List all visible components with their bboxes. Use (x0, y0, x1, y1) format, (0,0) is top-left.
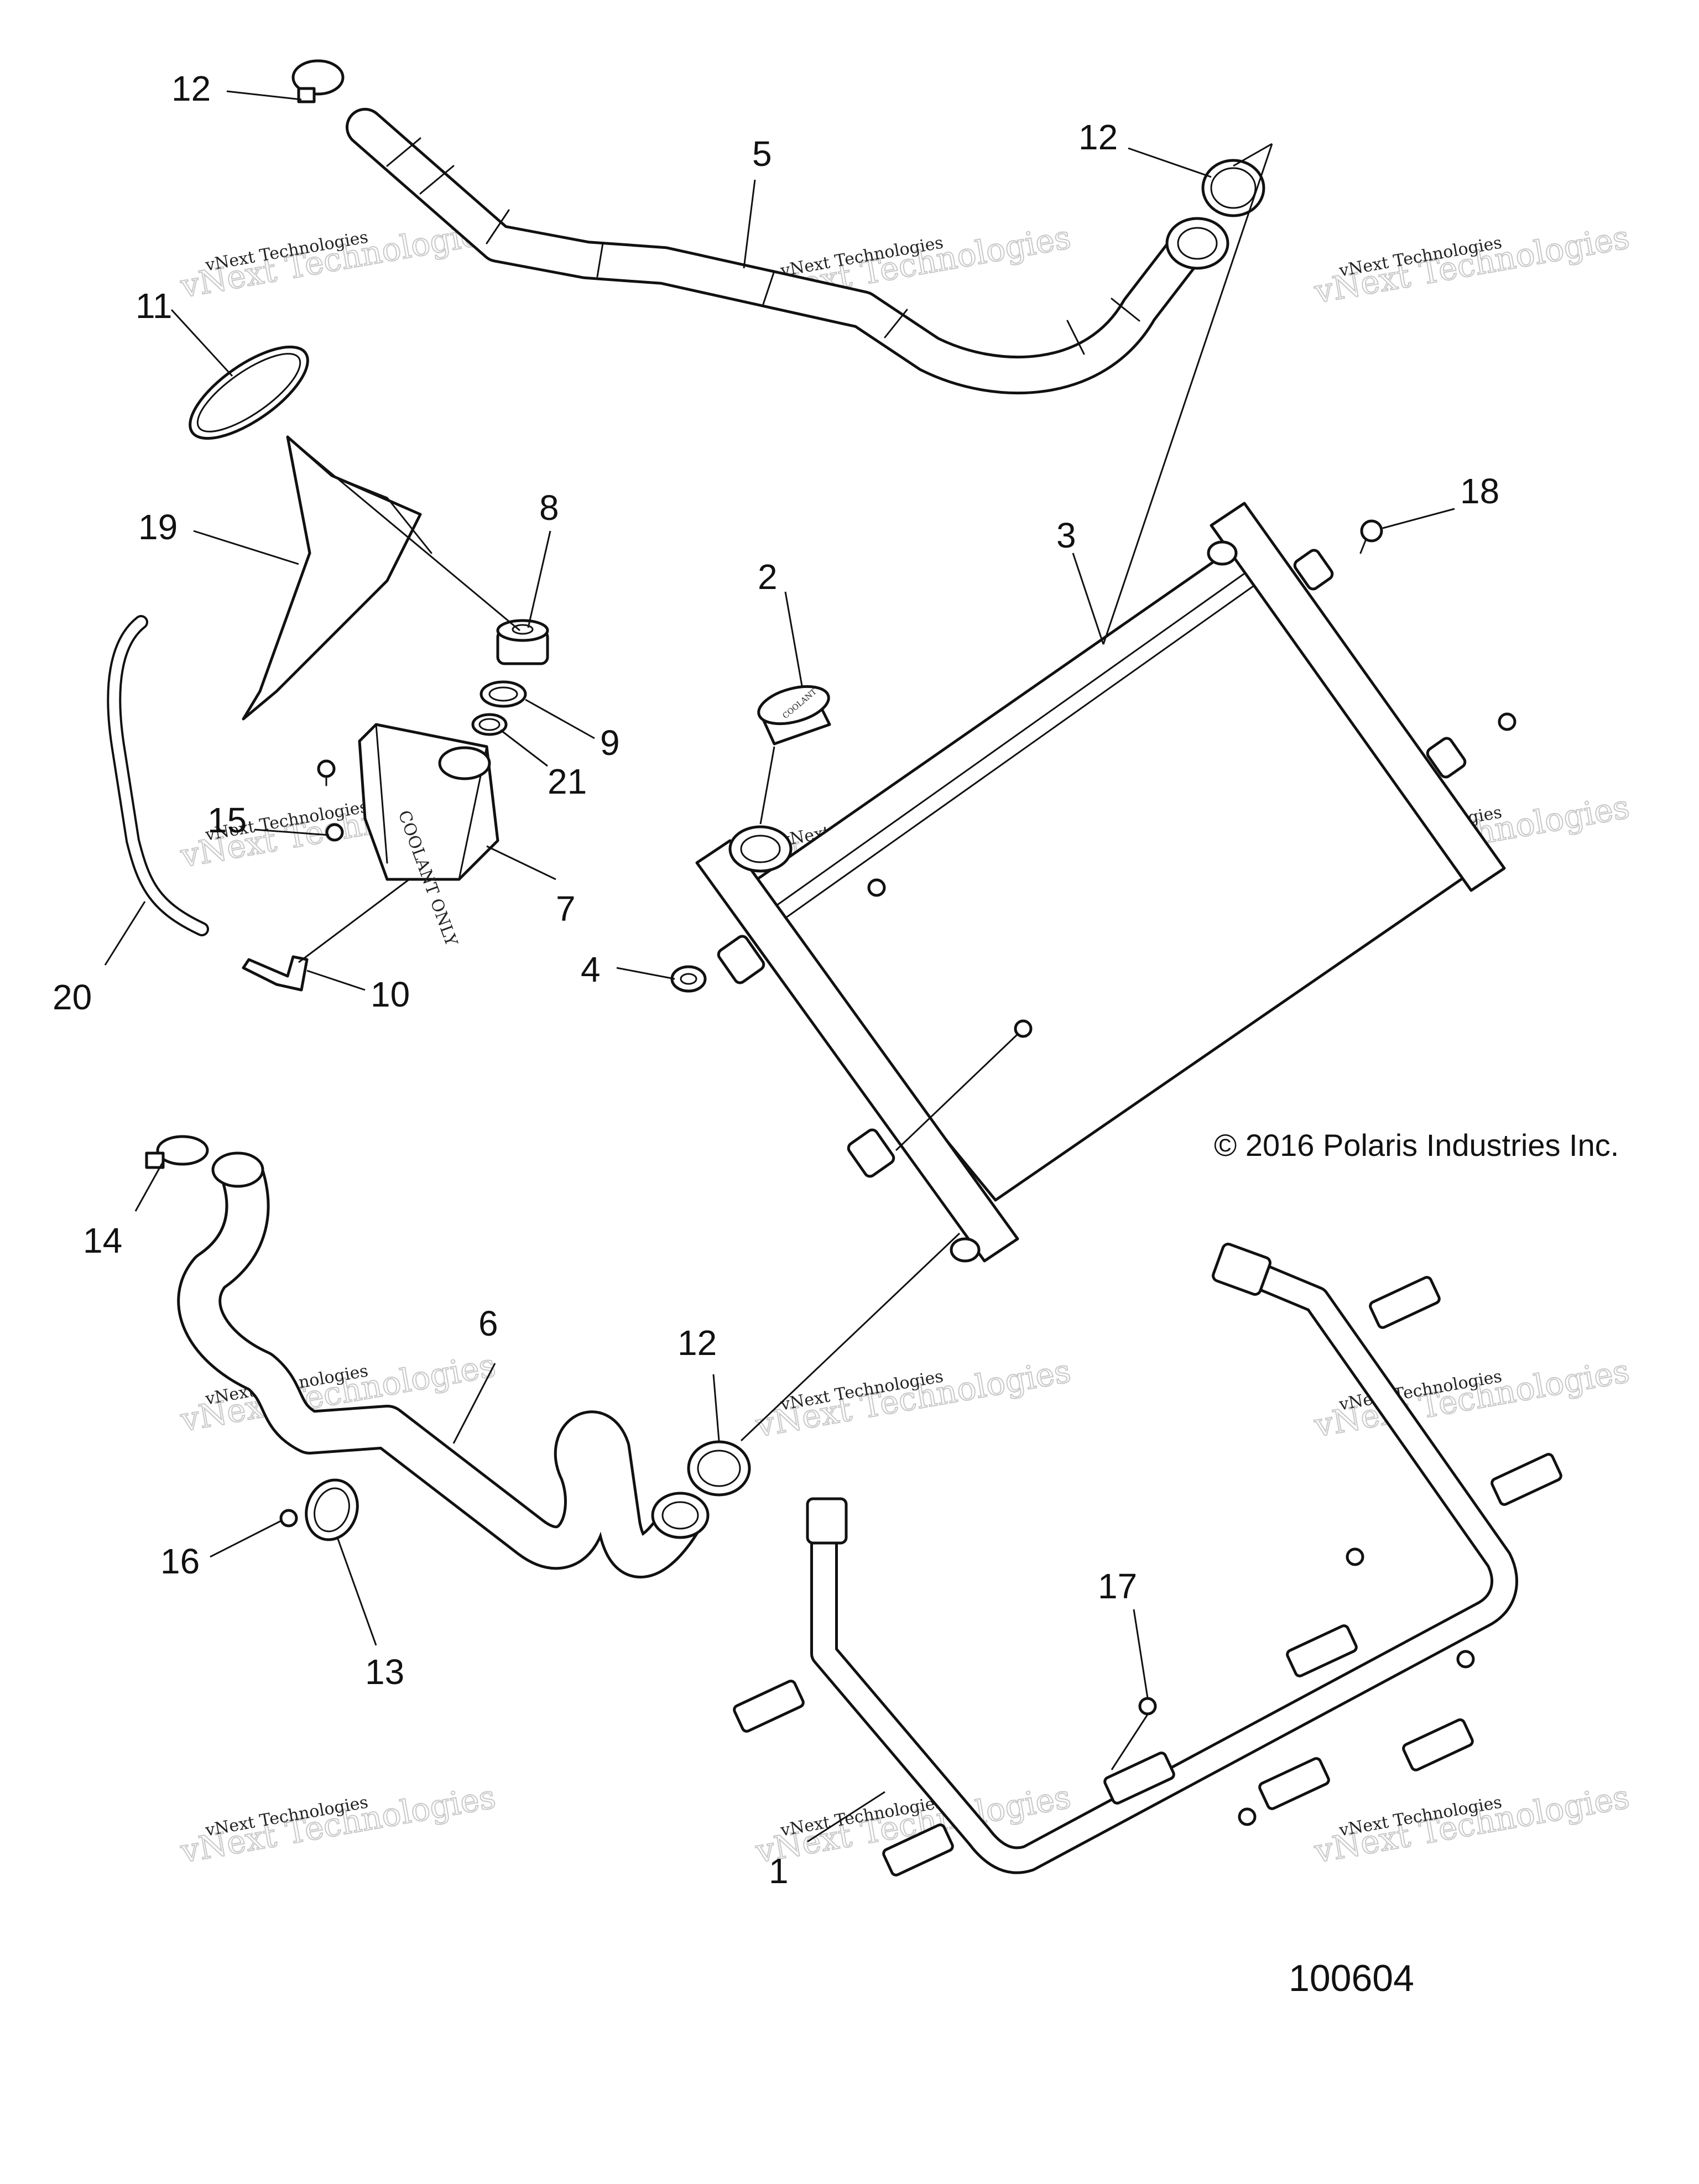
radiator (695, 502, 1516, 1263)
callout-21: 21 (548, 762, 587, 801)
lower-radiator-hose (177, 1151, 710, 1578)
callout-16: 16 (160, 1541, 200, 1581)
screw-16 (279, 1509, 298, 1528)
hose-clamp-top-left (291, 59, 345, 103)
callout-7: 7 (556, 889, 576, 929)
coolant-reservoir: COOLANT ONLY (358, 723, 499, 949)
callout-20: 20 (53, 977, 92, 1017)
reservoir-bracket (242, 435, 432, 721)
callout-13: 13 (365, 1652, 404, 1692)
callout-17: 17 (1098, 1566, 1137, 1606)
document-number: 100604 (1289, 1957, 1414, 1999)
callout-8: 8 (539, 488, 559, 528)
hose-clamp-lower (687, 1440, 751, 1497)
callout-5: 5 (752, 134, 772, 174)
callout-3: 3 (1056, 515, 1076, 555)
callout-12-top-right: 12 (1078, 117, 1118, 157)
callout-10: 10 (371, 974, 410, 1014)
callout-1: 1 (769, 1851, 789, 1891)
callout-9: 9 (600, 723, 620, 763)
cap-o-ring (471, 713, 508, 736)
reservoir-cap (496, 619, 549, 665)
callout-11: 11 (135, 286, 172, 326)
watermark: vNext Technologies vNext Technologies (1311, 1778, 1633, 1871)
upper-radiator-hose (346, 108, 1229, 395)
callout-6: 6 (478, 1304, 498, 1343)
bolt-18 (1359, 519, 1383, 554)
watermark: vNext Technologies vNext Technologies (1311, 218, 1633, 311)
callout-12-lower: 12 (677, 1323, 717, 1363)
callouts: 12 5 12 11 19 8 2 3 18 9 21 15 7 10 20 4… (53, 69, 1499, 1891)
overflow-hose (107, 615, 209, 936)
watermark: vNext Technologies vNext Technologies (752, 1352, 1074, 1445)
grommet (670, 965, 707, 993)
strap (189, 345, 309, 440)
radiator-mount-frame (733, 1243, 1562, 1877)
callout-19: 19 (138, 507, 178, 547)
watermark: vNext Technologies vNext Technologies (177, 1778, 499, 1871)
callout-18: 18 (1460, 471, 1499, 511)
reservoir-screw (317, 759, 336, 786)
leader-lines (104, 90, 1455, 1843)
elbow-fitting (242, 955, 309, 992)
copyright-notice: © 2016 Polaris Industries Inc. (1214, 1128, 1619, 1163)
radiator-cap: COOLANT (757, 685, 831, 746)
screw-15 (325, 823, 344, 842)
hose-clamp-top-right (1201, 159, 1265, 217)
callout-12-top-left: 12 (171, 69, 211, 108)
callout-2: 2 (758, 557, 778, 597)
hose-clamp-14 (145, 1135, 209, 1169)
callout-15: 15 (207, 800, 247, 840)
p-clamp (305, 1478, 359, 1541)
callout-14: 14 (83, 1221, 122, 1260)
cap-gasket (480, 680, 527, 708)
callout-4: 4 (581, 950, 601, 989)
